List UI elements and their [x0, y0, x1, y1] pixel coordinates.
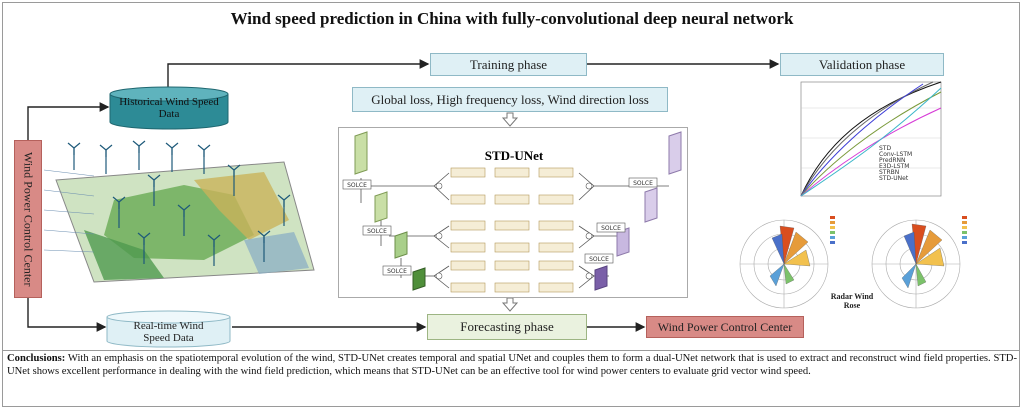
line-legend-4: E3D-LSTM	[879, 163, 909, 170]
line-legend-1: STD	[879, 145, 891, 152]
wind-farm-map	[43, 140, 316, 300]
realtime-data-label: Real-time Wind Speed Data	[133, 320, 204, 344]
line-legend-5: STRBN	[879, 169, 899, 176]
line-legend-3: PredRNN	[879, 157, 906, 164]
control-center-horizontal-label: Wind Power Control Center	[657, 319, 793, 334]
line-legend-6: STD-UNet	[879, 175, 909, 182]
solce-label-5: SOLCE	[601, 225, 621, 232]
validation-line-chart: STD Conv-LSTM PredRNN E3D-LSTM STRBN STD…	[783, 78, 948, 211]
wind-rose-right	[868, 214, 978, 314]
historical-data-label: Historical Wind Speed Data	[119, 96, 219, 120]
realtime-data-cylinder: Real-time Wind Speed Data	[105, 310, 232, 348]
solce-label-4: SOLCE	[633, 180, 653, 187]
conclusion-label: Conclusions:	[7, 353, 66, 364]
solce-label-2: SOLCE	[367, 228, 387, 235]
solce-label-1: SOLCE	[347, 182, 367, 189]
forecasting-phase-box: Forecasting phase	[427, 314, 587, 340]
conclusion-text: Conclusions: With an emphasis on the spa…	[7, 353, 1017, 378]
losses-box: Global loss, High frequency loss, Wind d…	[352, 87, 668, 112]
losses-label: Global loss, High frequency loss, Wind d…	[371, 91, 649, 107]
radar-wind-rose-caption: Radar Wind Rose	[830, 292, 874, 310]
wind-rose-left	[736, 214, 846, 314]
validation-phase-box: Validation phase	[780, 53, 944, 76]
solce-label-3: SOLCE	[387, 268, 407, 275]
training-phase-label: Training phase	[469, 56, 548, 72]
forecasting-phase-label: Forecasting phase	[460, 319, 554, 334]
validation-phase-label: Validation phase	[818, 56, 906, 72]
line-legend-2: Conv-LSTM	[879, 151, 912, 158]
conclusion-body: With an emphasis on the spatiotemporal e…	[7, 353, 1017, 377]
stdunet-panel: STD-UNet	[338, 127, 688, 298]
figure-title: Wind speed prediction in China with full…	[230, 9, 794, 28]
solce-label-6: SOLCE	[589, 256, 609, 263]
stdunet-title: STD-UNet	[484, 148, 544, 163]
historical-data-cylinder: Historical Wind Speed Data	[108, 86, 230, 130]
control-center-horizontal: Wind Power Control Center	[646, 316, 804, 338]
conclusion-separator	[3, 350, 1019, 351]
control-center-vertical-label: Wind Power Control Center	[21, 151, 36, 287]
control-center-vertical: Wind Power Control Center	[14, 140, 42, 298]
figure-frame	[2, 2, 1020, 407]
training-phase-box: Training phase	[430, 53, 587, 76]
